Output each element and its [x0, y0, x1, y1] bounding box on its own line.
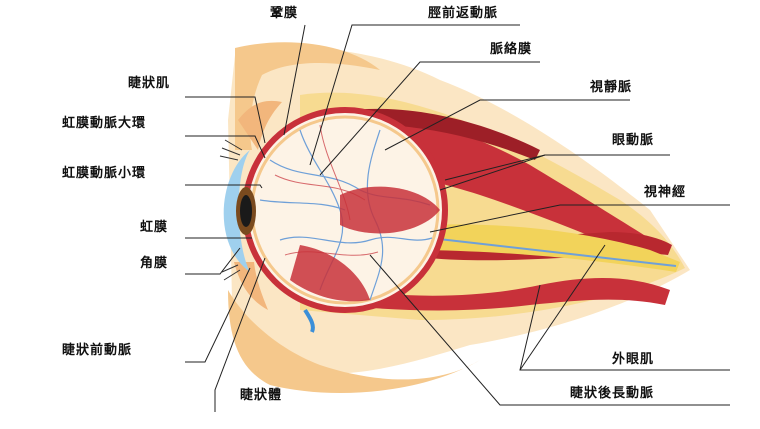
label-anterior-ciliary-artery: 睫狀前動脈 [62, 343, 133, 358]
internal-muscle-fan [340, 186, 440, 234]
orbit-skin-top [235, 42, 380, 151]
label-sclera: 鞏膜 [270, 6, 299, 21]
tear-drop [303, 308, 315, 333]
label-extraocular-muscle: 外眼肌 [612, 352, 655, 367]
lower-eyelid [234, 262, 268, 310]
label-minor-arterial-circle: 虹膜動脈小環 [62, 166, 147, 181]
optic-vessel [429, 237, 677, 267]
leader-lines [185, 24, 730, 412]
label-iris: 虹膜 [140, 220, 169, 235]
label-ophthalmic-artery: 眼動脈 [612, 133, 655, 148]
label-ciliary-muscle: 睫狀肌 [128, 76, 171, 91]
label-long-posterior-ciliary-artery: 睫狀後長動脈 [570, 386, 655, 401]
label-choroid: 脈絡膜 [490, 42, 533, 57]
lower-fan [290, 245, 370, 302]
label-optic-nerve: 視神經 [644, 185, 687, 200]
label-major-arterial-circle: 虹膜動脈大環 [62, 116, 147, 131]
label-retinal-vein: 視靜脈 [590, 80, 633, 95]
orbit-skin-bottom [228, 290, 480, 393]
label-ciliary-body: 睫狀體 [240, 388, 283, 403]
upper-eyelid [238, 100, 282, 150]
pupil [240, 195, 252, 227]
eyelashes [219, 139, 243, 281]
label-anterior-ciliary-vein: 脛前返動脈 [428, 6, 499, 21]
label-cornea: 角膜 [140, 256, 169, 271]
